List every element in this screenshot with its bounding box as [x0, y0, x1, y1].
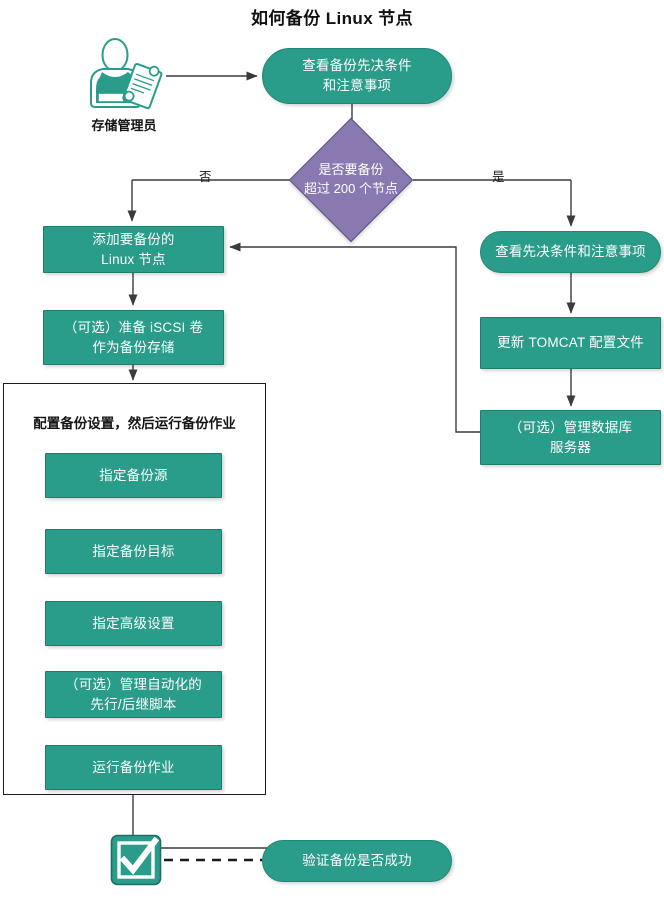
node-decision-200-nodes[interactable]: 是否要备份 超过 200 个节点	[288, 117, 414, 243]
node-specify-backup-target[interactable]: 指定备份目标	[45, 529, 222, 574]
group-container-configure-backup	[3, 383, 266, 795]
page-title: 如何备份 Linux 节点	[251, 9, 413, 28]
node-update-tomcat-config-label: 更新 TOMCAT 配置文件	[497, 335, 644, 351]
edge-label-yes: 是	[492, 170, 505, 184]
node-review-prereq-right-label: 查看先决条件和注意事项	[495, 244, 646, 260]
actor-label: 存储管理员	[91, 118, 157, 133]
node-add-linux-nodes-label: 添加要备份的 Linux 节点	[92, 231, 175, 267]
node-run-backup-job-label: 运行备份作业	[92, 759, 175, 775]
node-decision-label: 是否要备份 超过 200 个节点	[304, 162, 398, 196]
node-manage-automation-scripts-label: （可选）管理自动化的 先行/后继脚本	[65, 676, 202, 712]
node-specify-advanced-settings-label: 指定高级设置	[92, 615, 175, 631]
node-manage-database-server[interactable]: （可选）管理数据库 服务器	[480, 410, 661, 465]
edge-label-no: 否	[199, 170, 212, 184]
node-specify-advanced-settings[interactable]: 指定高级设置	[45, 601, 222, 646]
node-review-prereq-label: 查看备份先决条件 和注意事项	[302, 58, 412, 93]
node-run-backup-job[interactable]: 运行备份作业	[45, 745, 222, 790]
group-title: 配置备份设置，然后运行备份作业	[33, 416, 236, 431]
node-update-tomcat-config[interactable]: 更新 TOMCAT 配置文件	[480, 317, 661, 369]
node-verify-backup-success-label: 验证备份是否成功	[302, 853, 412, 869]
node-manage-automation-scripts[interactable]: （可选）管理自动化的 先行/后继脚本	[45, 671, 222, 718]
node-manage-database-server-label: （可选）管理数据库 服务器	[508, 419, 633, 455]
checked-checkbox-icon	[110, 834, 162, 886]
node-add-linux-nodes[interactable]: 添加要备份的 Linux 节点	[43, 226, 224, 273]
node-specify-backup-target-label: 指定备份目标	[92, 543, 175, 559]
node-verify-backup-success[interactable]: 验证备份是否成功	[262, 840, 452, 882]
node-review-prereq[interactable]: 查看备份先决条件 和注意事项	[262, 48, 452, 104]
node-specify-backup-source-label: 指定备份源	[99, 467, 168, 483]
node-specify-backup-source[interactable]: 指定备份源	[45, 453, 222, 498]
node-prepare-iscsi[interactable]: （可选）准备 iSCSI 卷 作为备份存储	[43, 310, 224, 365]
person-with-clipboard-icon	[84, 37, 164, 111]
node-review-prereq-right[interactable]: 查看先决条件和注意事项	[480, 231, 661, 273]
node-prepare-iscsi-label: （可选）准备 iSCSI 卷 作为备份存储	[63, 319, 204, 355]
